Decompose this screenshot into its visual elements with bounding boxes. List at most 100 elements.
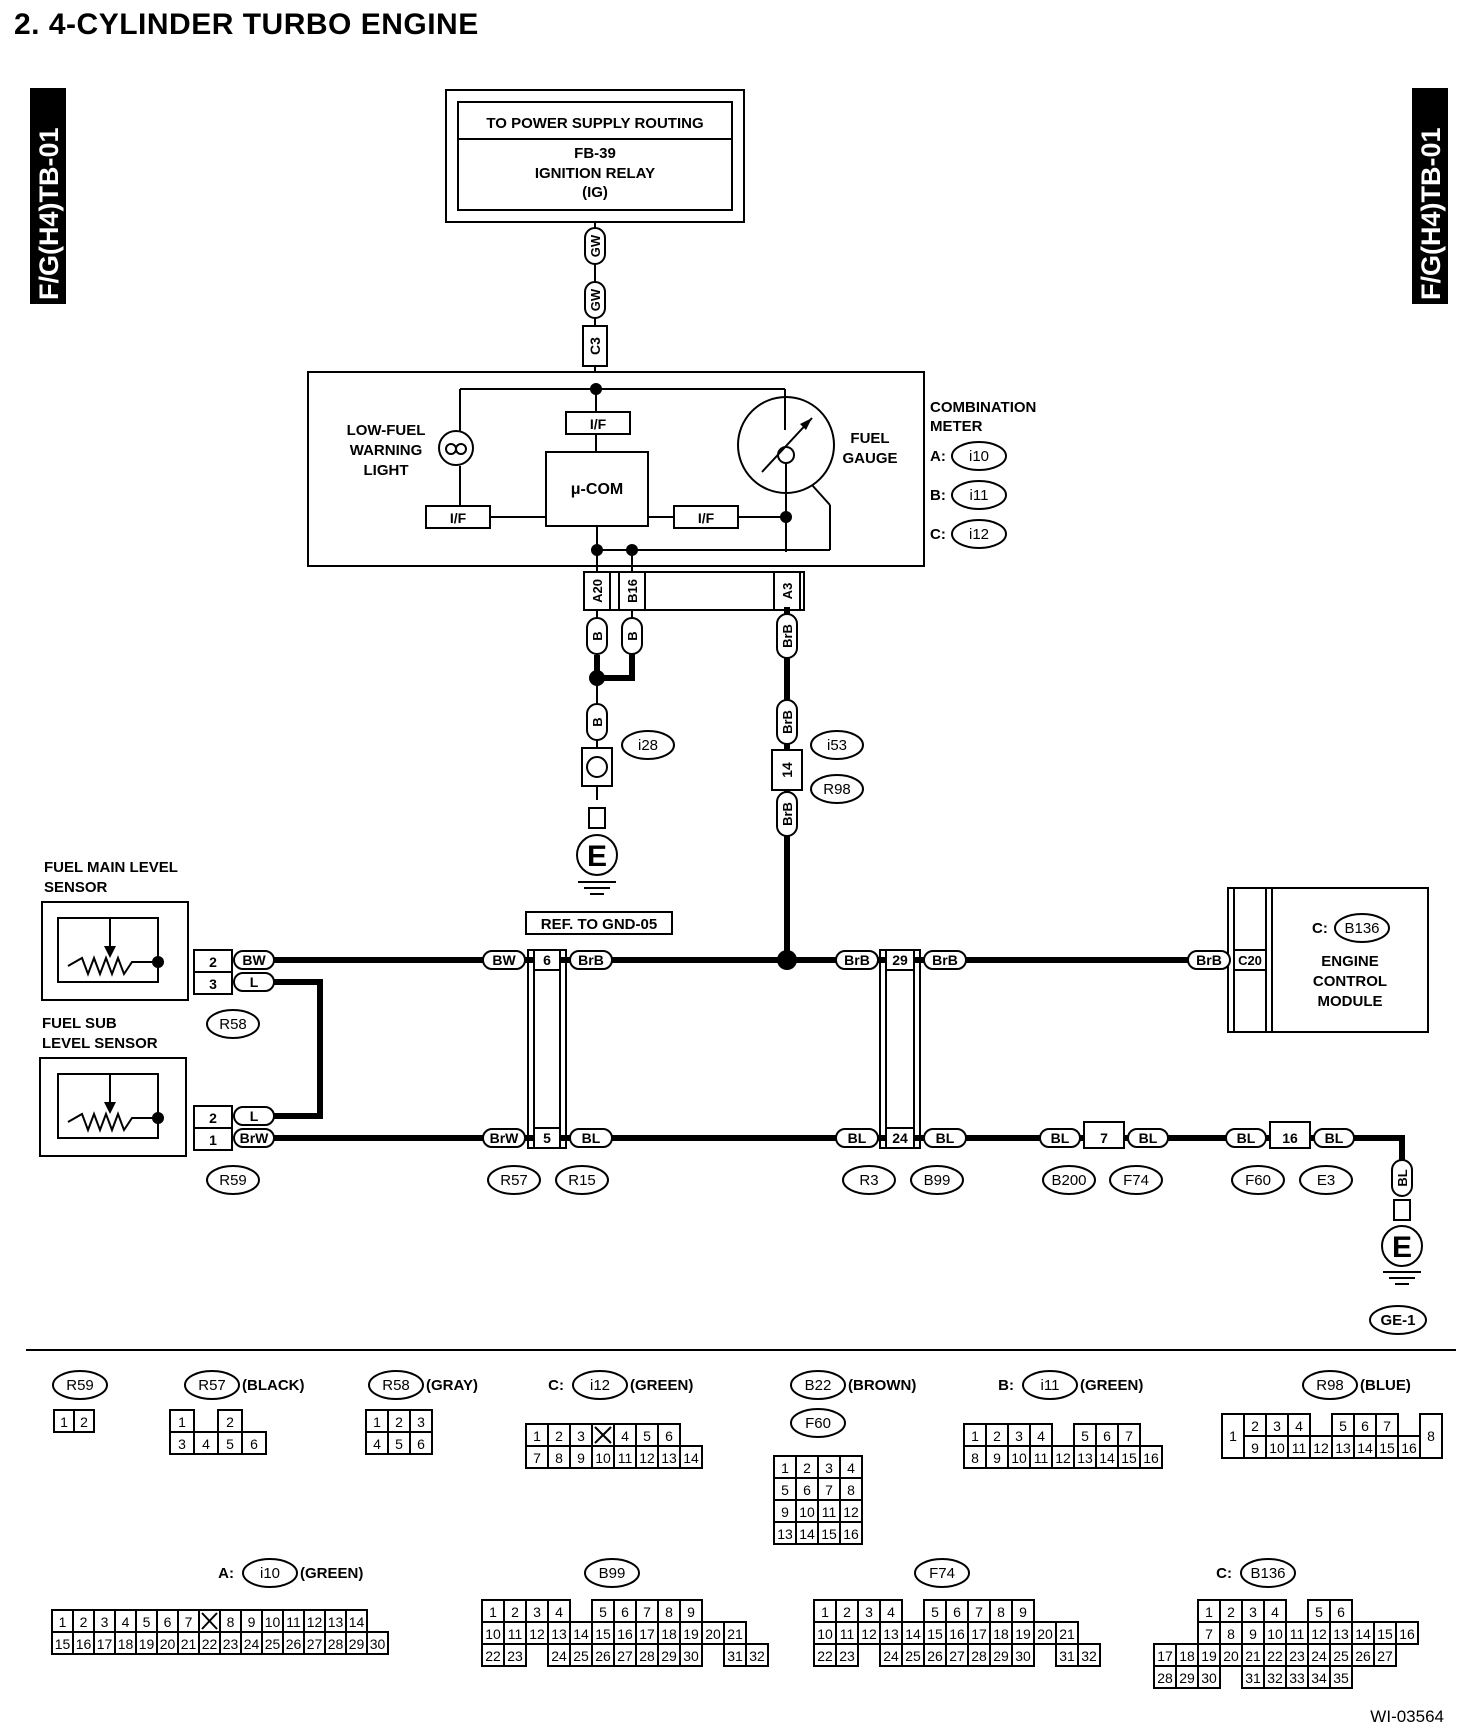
mcom-label: μ-COM bbox=[571, 481, 623, 498]
svg-text:LEVEL SENSOR: LEVEL SENSOR bbox=[42, 1035, 158, 1052]
svg-text:6: 6 bbox=[621, 1604, 629, 1620]
svg-text:BL: BL bbox=[582, 1130, 601, 1146]
svg-text:BrB: BrB bbox=[844, 952, 870, 968]
svg-text:24: 24 bbox=[244, 1636, 260, 1652]
svg-text:6: 6 bbox=[164, 1614, 172, 1630]
svg-text:C3: C3 bbox=[587, 337, 603, 355]
svg-text:23: 23 bbox=[507, 1648, 523, 1664]
side-tag-right-text: F/G(H4)TB-01 bbox=[1416, 127, 1446, 300]
svg-text:28: 28 bbox=[328, 1636, 344, 1652]
figure-id: WI-03564 bbox=[1370, 1707, 1444, 1726]
svg-text:LIGHT: LIGHT bbox=[364, 462, 409, 479]
svg-text:11: 11 bbox=[618, 1450, 633, 1466]
svg-text:BL: BL bbox=[1325, 1130, 1344, 1146]
svg-text:B99: B99 bbox=[599, 1565, 626, 1582]
svg-text:15: 15 bbox=[55, 1636, 71, 1652]
svg-text:GW: GW bbox=[588, 288, 603, 311]
svg-text:32: 32 bbox=[749, 1648, 765, 1664]
svg-text:8: 8 bbox=[227, 1614, 235, 1630]
svg-text:25: 25 bbox=[573, 1648, 589, 1664]
power-supply-line3: (IG) bbox=[582, 184, 608, 201]
svg-text:WARNING: WARNING bbox=[350, 442, 423, 459]
svg-text:31: 31 bbox=[1059, 1648, 1075, 1664]
svg-text:6: 6 bbox=[417, 1436, 425, 1452]
svg-text:11: 11 bbox=[1034, 1450, 1049, 1466]
wire-label-b-1: B bbox=[586, 617, 608, 655]
power-supply-box: TO POWER SUPPLY ROUTING FB-39 IGNITION R… bbox=[445, 89, 745, 223]
svg-text:35: 35 bbox=[1333, 1670, 1349, 1686]
svg-text:R59: R59 bbox=[219, 1172, 247, 1189]
svg-text:C:: C: bbox=[1312, 920, 1328, 937]
svg-text:8: 8 bbox=[971, 1450, 979, 1466]
power-supply-line2: IGNITION RELAY bbox=[535, 165, 655, 182]
svg-text:5: 5 bbox=[395, 1436, 403, 1452]
wire-label-brb-1: BrB bbox=[776, 613, 798, 659]
svg-text:BW: BW bbox=[242, 952, 266, 968]
legend-header-b136: C:B136 bbox=[1216, 1558, 1296, 1588]
svg-text:BL: BL bbox=[936, 1130, 955, 1146]
svg-text:17: 17 bbox=[97, 1636, 113, 1652]
svg-text:20: 20 bbox=[705, 1626, 721, 1642]
svg-text:15: 15 bbox=[1121, 1450, 1137, 1466]
fuel-sub-sensor: FUEL SUB LEVEL SENSOR bbox=[39, 1015, 187, 1157]
svg-text:29: 29 bbox=[349, 1636, 365, 1652]
svg-text:7: 7 bbox=[1125, 1428, 1133, 1444]
legend-header-i11: B:i11(GREEN) bbox=[998, 1370, 1143, 1400]
svg-text:R3: R3 bbox=[859, 1172, 878, 1189]
svg-text:SENSOR: SENSOR bbox=[44, 879, 108, 896]
svg-text:16: 16 bbox=[843, 1526, 859, 1542]
svg-text:19: 19 bbox=[139, 1636, 155, 1652]
svg-text:GE-1: GE-1 bbox=[1380, 1312, 1415, 1329]
svg-text:I/F: I/F bbox=[590, 416, 607, 432]
svg-text:12: 12 bbox=[843, 1504, 859, 1520]
wire-label-brb-3: BrB bbox=[776, 791, 798, 837]
svg-text:B99: B99 bbox=[924, 1172, 951, 1189]
svg-text:2: 2 bbox=[209, 1110, 217, 1126]
svg-text:BW: BW bbox=[492, 952, 516, 968]
svg-text:23: 23 bbox=[1289, 1648, 1305, 1664]
svg-text:6: 6 bbox=[1337, 1604, 1345, 1620]
svg-text:B200: B200 bbox=[1051, 1172, 1086, 1189]
svg-text:24: 24 bbox=[883, 1648, 899, 1664]
svg-text:14: 14 bbox=[779, 762, 795, 778]
svg-text:30: 30 bbox=[1201, 1670, 1217, 1686]
svg-text:B: B bbox=[590, 717, 605, 726]
svg-text:5: 5 bbox=[143, 1614, 151, 1630]
svg-text:C:: C: bbox=[930, 526, 946, 543]
svg-text:R58: R58 bbox=[382, 1377, 410, 1394]
svg-text:5: 5 bbox=[931, 1604, 939, 1620]
svg-text:18: 18 bbox=[1179, 1648, 1195, 1664]
legend-header-b99: B99 bbox=[584, 1558, 640, 1588]
svg-text:i53: i53 bbox=[827, 737, 847, 754]
svg-text:9: 9 bbox=[781, 1504, 789, 1520]
svg-text:29: 29 bbox=[1179, 1670, 1195, 1686]
svg-text:33: 33 bbox=[1289, 1670, 1305, 1686]
svg-text:(BROWN): (BROWN) bbox=[848, 1377, 916, 1394]
svg-text:14: 14 bbox=[905, 1626, 921, 1642]
svg-text:MODULE: MODULE bbox=[1318, 993, 1383, 1010]
svg-text:17: 17 bbox=[639, 1626, 655, 1642]
svg-text:11: 11 bbox=[822, 1504, 837, 1520]
svg-text:1: 1 bbox=[178, 1414, 186, 1430]
svg-text:11: 11 bbox=[1292, 1440, 1307, 1456]
svg-text:31: 31 bbox=[727, 1648, 743, 1664]
svg-text:28: 28 bbox=[639, 1648, 655, 1664]
ref-gnd-label: REF. TO GND-05 bbox=[541, 916, 657, 933]
svg-text:1: 1 bbox=[489, 1604, 497, 1620]
meter-title-2: METER bbox=[930, 418, 983, 435]
svg-text:9: 9 bbox=[577, 1450, 585, 1466]
svg-text:1: 1 bbox=[781, 1460, 789, 1476]
svg-text:10: 10 bbox=[265, 1614, 281, 1630]
svg-text:8: 8 bbox=[847, 1482, 855, 1498]
svg-text:2: 2 bbox=[80, 1414, 88, 1430]
svg-text:5: 5 bbox=[226, 1436, 234, 1452]
svg-text:2: 2 bbox=[395, 1414, 403, 1430]
